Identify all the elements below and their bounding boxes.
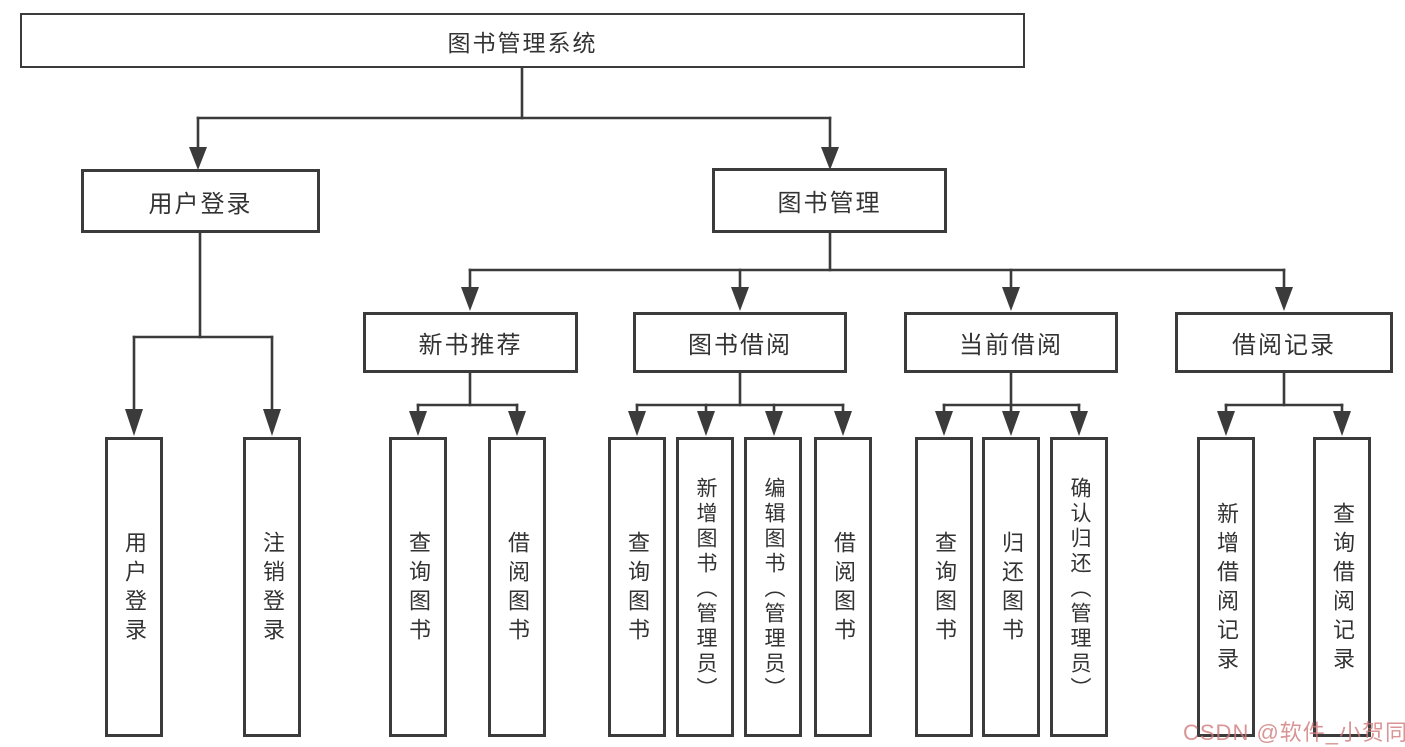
- node-user-login: 用户登录: [81, 169, 320, 233]
- leaf-recommend-borrow-books: 借阅图书: [488, 437, 546, 737]
- csdn-watermark: CSDN @软件_小贺同学: [1183, 720, 1405, 745]
- leaf-return-books: 归还图书: [982, 437, 1040, 737]
- leaf-logout: 注销登录: [243, 437, 301, 737]
- leaf-add-borrow-record: 新增借阅记录: [1197, 437, 1255, 737]
- leaf-borrow-query-books: 查询图书: [608, 437, 666, 737]
- leaf-add-book-admin: 新增图书（管理员）: [676, 437, 734, 737]
- node-new-book-recommendation: 新书推荐: [363, 312, 578, 373]
- leaf-recommend-query-books: 查询图书: [389, 437, 447, 737]
- node-root: 图书管理系统: [20, 13, 1025, 68]
- node-book-borrowing: 图书借阅: [633, 312, 847, 373]
- leaf-confirm-return-admin: 确认归还（管理员）: [1050, 437, 1108, 737]
- leaf-query-borrow-record: 查询借阅记录: [1313, 437, 1371, 737]
- node-borrowing-records: 借阅记录: [1175, 312, 1393, 373]
- node-current-borrowing: 当前借阅: [904, 312, 1118, 373]
- node-book-management: 图书管理: [712, 168, 947, 233]
- leaf-user-login: 用户登录: [105, 437, 163, 737]
- leaf-borrow-books: 借阅图书: [814, 437, 872, 737]
- leaf-edit-book-admin: 编辑图书（管理员）: [744, 437, 802, 737]
- leaf-current-query-books: 查询图书: [915, 437, 973, 737]
